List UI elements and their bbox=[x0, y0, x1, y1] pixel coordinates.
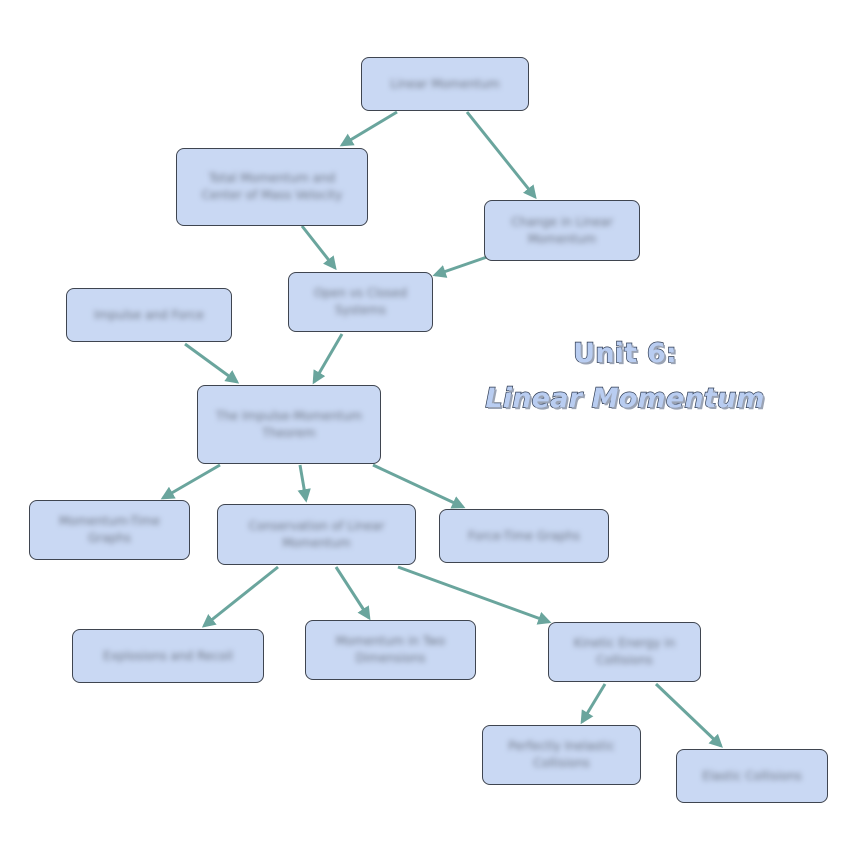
arrow-linear-to-total bbox=[339, 110, 398, 147]
node-open-closed-systems: Open vs Closed Systems bbox=[288, 272, 433, 332]
node-label: The Impulse-Momentum Theorem bbox=[215, 408, 363, 440]
node-two-dimensions: Momentum in Two Dimensions bbox=[305, 620, 476, 680]
arrow-conservation-to-ke bbox=[397, 565, 552, 625]
node-kinetic-energy: Kinetic Energy in Collisions bbox=[548, 622, 701, 682]
node-explosions-recoil: Explosions and Recoil bbox=[72, 629, 264, 683]
node-impulse-force: Impulse and Force bbox=[66, 288, 232, 342]
arrow-theorem-to-conservation bbox=[297, 464, 311, 503]
node-label: Momentum in Two Dimensions bbox=[335, 634, 446, 665]
node-label: Open vs Closed Systems bbox=[313, 286, 408, 317]
node-force-time-graphs: Force-Time Graphs bbox=[439, 509, 609, 563]
arrow-change-to-open bbox=[432, 255, 488, 278]
node-label: Perfectly Inelastic Collisions bbox=[508, 739, 615, 770]
arrow-theorem-to-mtgraphs bbox=[160, 463, 221, 500]
node-conservation: Conservation of Linear Momentum bbox=[217, 504, 416, 565]
node-label: Linear Momentum bbox=[390, 76, 500, 91]
node-total-momentum: Total Momentum and Center of Mass Veloci… bbox=[176, 148, 368, 226]
node-label: Elastic Collisions bbox=[702, 768, 802, 783]
node-label: Change in Linear Momentum bbox=[511, 214, 613, 246]
node-label: Impulse and Force bbox=[93, 307, 205, 322]
arrow-ke-to-inelastic bbox=[580, 683, 607, 725]
arrow-open-to-theorem bbox=[312, 333, 344, 385]
node-perfectly-inelastic: Perfectly Inelastic Collisions bbox=[482, 725, 641, 785]
arrow-total-to-open bbox=[300, 225, 337, 271]
node-change-in-momentum: Change in Linear Momentum bbox=[484, 200, 640, 261]
node-linear-momentum: Linear Momentum bbox=[361, 57, 529, 111]
arrow-theorem-to-ftgraphs bbox=[372, 463, 466, 509]
arrow-ke-to-elastic bbox=[654, 682, 723, 748]
diagram-title-line2: Linear Momentum bbox=[485, 382, 765, 414]
node-elastic-collisions: Elastic Collisions bbox=[676, 749, 828, 803]
node-label: Kinetic Energy in Collisions bbox=[573, 636, 676, 667]
diagram-title-line1: Unit 6: bbox=[572, 337, 677, 369]
node-label: Force-Time Graphs bbox=[468, 528, 580, 543]
node-impulse-momentum-theorem: The Impulse-Momentum Theorem bbox=[197, 385, 381, 464]
arrow-conservation-to-explosions bbox=[201, 565, 279, 628]
arrow-impulse-to-theorem bbox=[184, 342, 240, 384]
node-label: Total Momentum and Center of Mass Veloci… bbox=[201, 171, 343, 202]
node-label: Momentum-Time Graphs bbox=[59, 514, 160, 545]
arrow-conservation-to-two-d bbox=[334, 566, 371, 621]
arrow-linear-to-change bbox=[465, 111, 537, 200]
node-label: Explosions and Recoil bbox=[103, 648, 233, 663]
node-momentum-time-graphs: Momentum-Time Graphs bbox=[29, 500, 190, 560]
node-label: Conservation of Linear Momentum bbox=[248, 518, 385, 550]
